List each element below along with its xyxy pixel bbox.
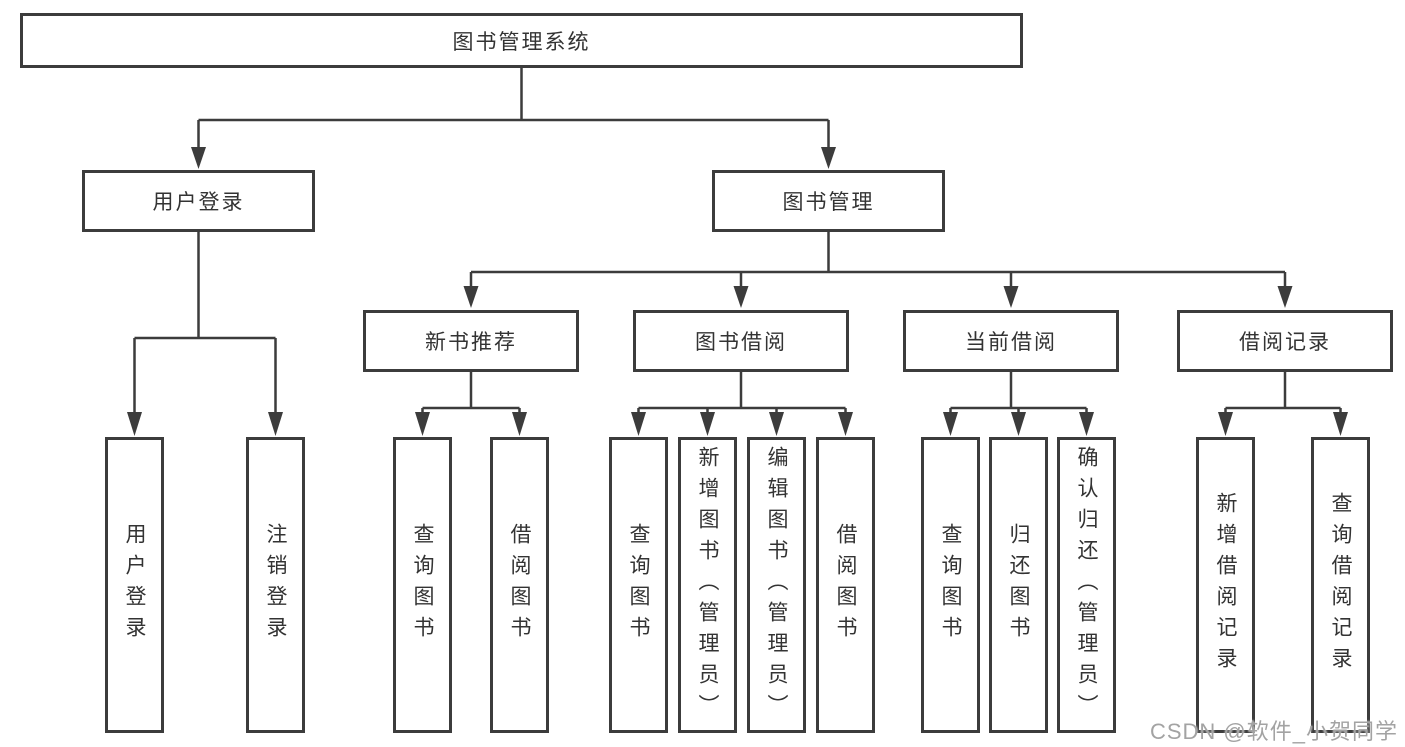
node-label: 图书管理系统	[452, 30, 591, 54]
node-book-management: 图书管理	[712, 170, 945, 232]
node-label: 借阅记录	[1239, 331, 1331, 354]
leaf-add-books-admin: 新增图书（管理员）	[678, 437, 737, 733]
node-label: 当前借阅	[965, 331, 1057, 354]
leaf-user-login: 用户登录	[105, 437, 164, 733]
connector-user-login	[133, 232, 277, 416]
leaf-query-borrow-record: 查询借阅记录	[1311, 437, 1370, 733]
connector-new-book-rec	[421, 372, 521, 416]
leaf-confirm-return-admin: 确认归还（管理员）	[1057, 437, 1116, 733]
connector-book-management	[469, 232, 1287, 289]
leaf-edit-books-admin: 编辑图书（管理员）	[747, 437, 806, 733]
node-library-system-root: 图书管理系统	[20, 13, 1023, 68]
leaf-query-books-current: 查询图书	[921, 437, 980, 733]
leaf-label: 查询借阅记录	[1329, 492, 1353, 678]
node-current-borrowing: 当前借阅	[903, 310, 1119, 372]
csdn-watermark: CSDN @软件_小贺同学	[1149, 719, 1398, 744]
node-label: 用户登录	[152, 191, 245, 214]
leaf-label: 用户登录	[123, 523, 147, 647]
node-borrowing-records: 借阅记录	[1177, 310, 1393, 372]
leaf-add-borrow-record: 新增借阅记录	[1196, 437, 1255, 733]
leaf-label: 归还图书	[1007, 523, 1031, 647]
leaf-label: 借阅图书	[508, 523, 532, 647]
leaf-query-books-rec: 查询图书	[393, 437, 452, 733]
connector-book-borrow	[637, 372, 847, 416]
node-label: 新书推荐	[425, 331, 517, 354]
leaf-logout: 注销登录	[246, 437, 305, 733]
arrowheads	[127, 147, 1348, 436]
connector-borrow-records	[1224, 372, 1342, 416]
leaf-return-books: 归还图书	[989, 437, 1048, 733]
connector-current-borrow	[949, 372, 1088, 416]
node-label: 图书管理	[782, 191, 875, 214]
node-new-book-recommendation: 新书推荐	[363, 310, 579, 372]
node-label: 图书借阅	[695, 331, 787, 354]
leaf-label: 编辑图书（管理员）	[765, 445, 789, 725]
leaf-query-books-borrow: 查询图书	[609, 437, 668, 733]
leaf-label: 借阅图书	[834, 523, 858, 647]
leaf-label: 查询图书	[627, 523, 651, 647]
leaf-label: 新增图书（管理员）	[696, 445, 720, 725]
leaf-label: 注销登录	[264, 523, 288, 647]
node-user-login: 用户登录	[82, 170, 315, 232]
leaf-borrow-books: 借阅图书	[816, 437, 875, 733]
leaf-label: 确认归还（管理员）	[1075, 445, 1099, 725]
leaf-label: 新增借阅记录	[1214, 492, 1238, 678]
leaf-label: 查询图书	[411, 523, 435, 647]
leaf-label: 查询图书	[939, 523, 963, 647]
node-book-borrowing: 图书借阅	[633, 310, 849, 372]
leaf-borrow-books-rec: 借阅图书	[490, 437, 549, 733]
connector-root	[197, 68, 830, 150]
